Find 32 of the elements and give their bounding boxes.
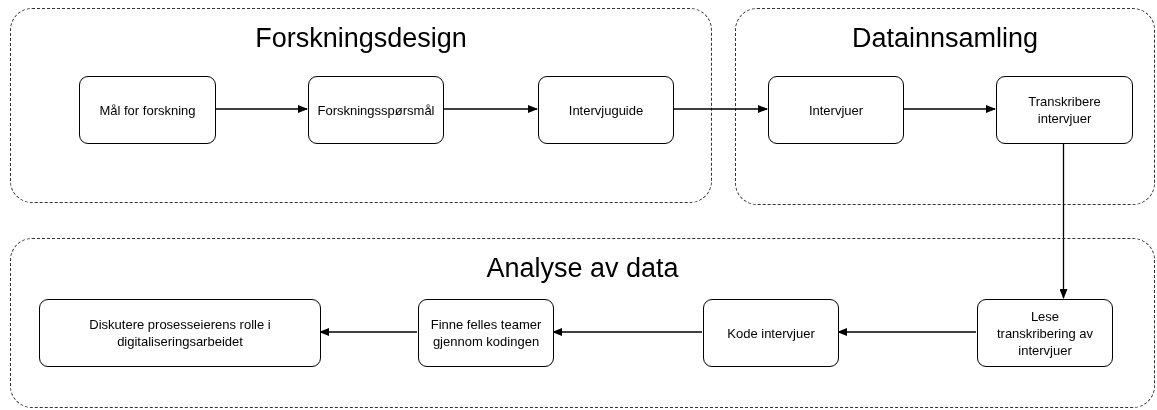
- group-title: Datainnsamling: [850, 23, 1040, 54]
- process-box: [39, 299, 321, 367]
- box-label: Mål for forskning: [98, 101, 197, 119]
- arrow: [442, 105, 538, 113]
- process-box: [418, 299, 554, 367]
- group-title: Analyse av data: [485, 253, 680, 284]
- process-box: [308, 76, 444, 144]
- group-container: [10, 8, 712, 203]
- box-label: Forskningsspørsmål: [316, 101, 436, 119]
- arrow: [672, 105, 768, 113]
- arrow: [837, 328, 977, 336]
- box-label: Lese transkribering av intervjuer: [995, 307, 1095, 359]
- process-box: [703, 299, 839, 367]
- box-label: Kode intervjuer: [726, 324, 816, 342]
- box-label: Intervjuer: [807, 101, 865, 119]
- arrow: [319, 328, 418, 336]
- process-box: [977, 299, 1113, 367]
- box-label: Diskutere prosesseierens rolle i digitaliseringsarbeidet: [88, 316, 272, 350]
- group-title: Forskningsdesign: [254, 23, 468, 54]
- box-label: Finne felles teamer gjennom kodingen: [429, 316, 543, 350]
- arrow: [902, 105, 996, 113]
- box-label: Transkribere intervjuer: [1027, 93, 1102, 127]
- process-box: [79, 76, 216, 144]
- arrow: [214, 105, 308, 113]
- process-box: [996, 76, 1133, 144]
- box-label: Intervjuguide: [567, 101, 645, 119]
- process-box: [538, 76, 674, 144]
- group-container: [735, 8, 1155, 205]
- arrow: [1059, 142, 1068, 299]
- process-box: [768, 76, 904, 144]
- group-container: [10, 238, 1155, 408]
- arrow: [552, 328, 703, 336]
